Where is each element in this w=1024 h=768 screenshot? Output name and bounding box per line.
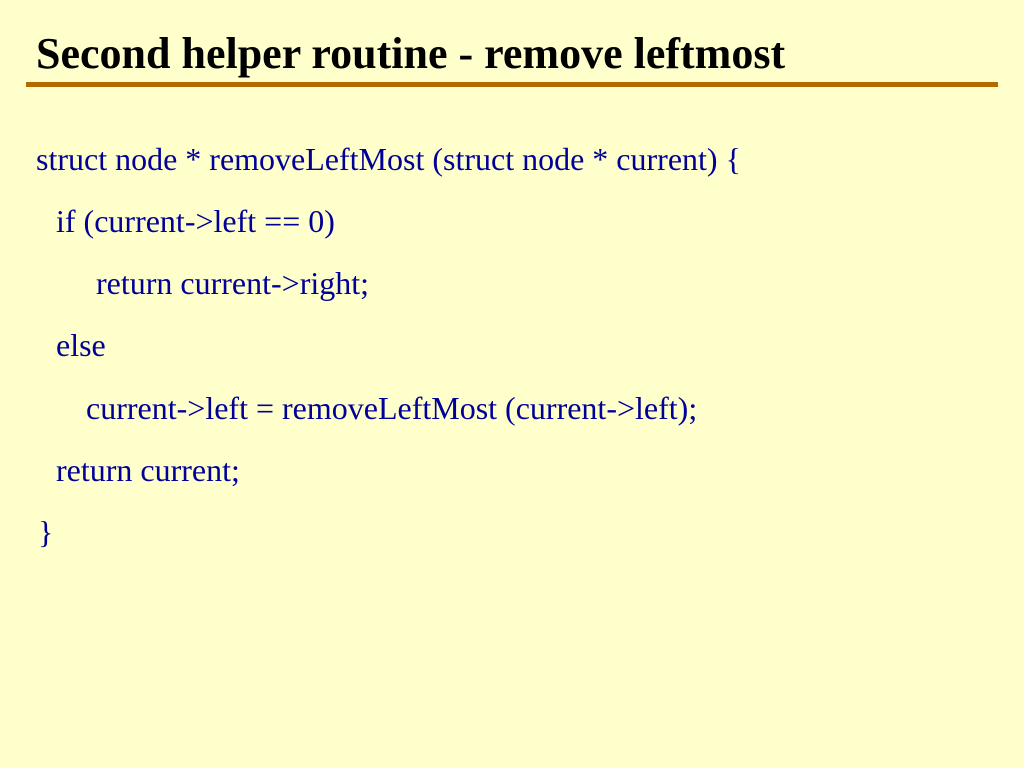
code-line-function-signature: struct node * removeLeftMost (struct nod…	[36, 141, 741, 177]
code-line-else: else	[56, 327, 106, 363]
code-line-return-right: return current->right;	[96, 265, 370, 301]
slide-title: Second helper routine - remove leftmost	[36, 29, 786, 78]
code-line-if-condition: if (current->left == 0)	[56, 203, 335, 239]
code-line-return-current: return current;	[56, 452, 240, 488]
title-underline-rule	[26, 82, 998, 87]
code-line-closing-brace: }	[38, 514, 54, 550]
code-line-recursive-assign: current->left = removeLeftMost (current-…	[86, 390, 698, 426]
